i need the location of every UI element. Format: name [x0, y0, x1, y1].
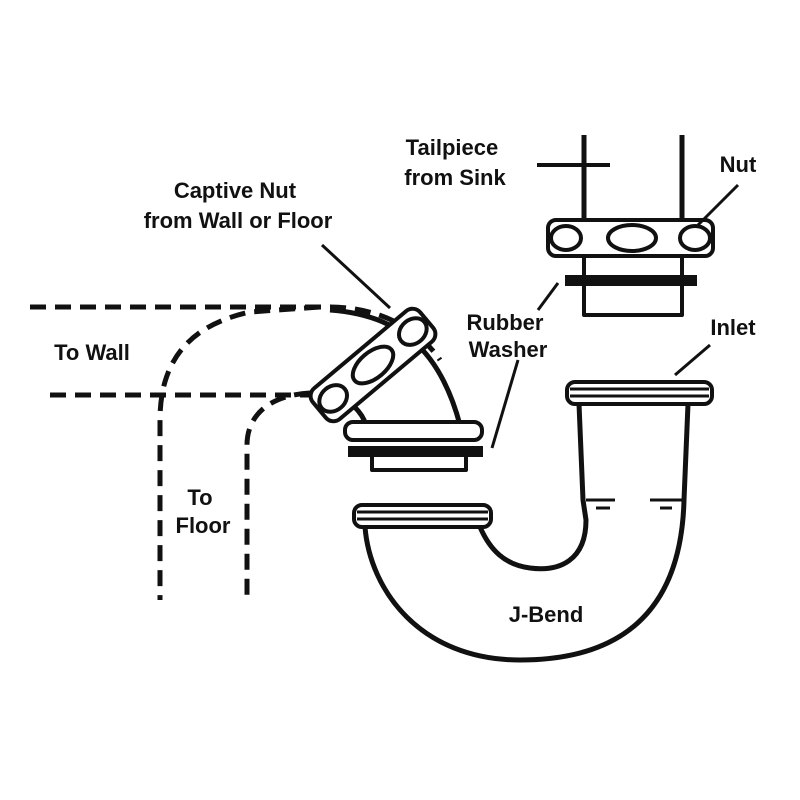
floor-pipe-inner-edge: [244, 390, 311, 600]
nut-label: Nut: [720, 152, 757, 177]
wall-floor-routing: [30, 304, 443, 600]
j-bend-label: J-Bend: [509, 602, 584, 627]
inlet-label: Inlet: [710, 315, 756, 340]
captive-nut: [308, 306, 438, 424]
floor-pipe-outer-edge: [157, 304, 321, 600]
inlet-leader: [674, 343, 711, 377]
to-floor-label: To Floor: [176, 485, 231, 538]
rubber-washer-leader-top: [536, 282, 560, 311]
nut-leader: [696, 183, 740, 227]
trap-arm-slip-joint: [343, 420, 484, 472]
leader-lines: [320, 183, 740, 449]
wall-pipe-top-edge: [30, 304, 443, 362]
j-bend: [352, 380, 714, 663]
rubber-washer-label: Rubber Washer: [466, 310, 549, 362]
rubber-washer-leader-bottom: [490, 359, 520, 449]
tailpiece: [537, 135, 715, 317]
captive-nut-label: Captive Nut from Wall or Floor: [144, 178, 333, 233]
tailpiece-label: Tailpiece from Sink: [404, 135, 506, 190]
captive-nut-leader: [320, 243, 392, 310]
labels: Tailpiece from Sink Nut Captive Nut from…: [54, 135, 757, 627]
to-wall-label: To Wall: [54, 340, 130, 365]
